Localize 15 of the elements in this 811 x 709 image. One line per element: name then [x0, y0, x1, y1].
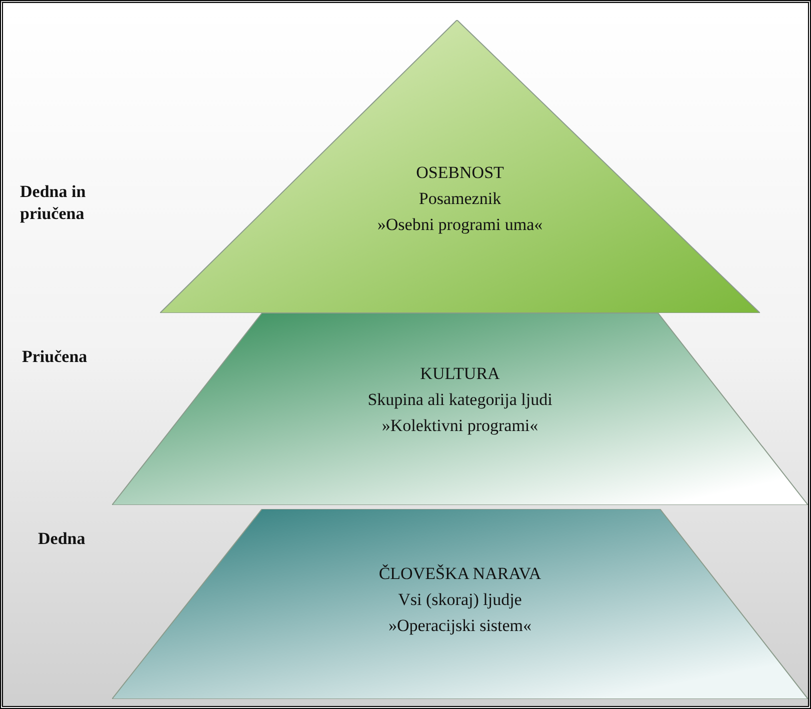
layer-subtitle: Skupina ali kategorija ljudi: [368, 389, 552, 411]
layer-title: OSEBNOST: [416, 162, 504, 184]
layer-title: ČLOVEŠKA NARAVA: [378, 563, 542, 585]
pyramid-layer: [112, 313, 808, 505]
level-label: Priučena: [22, 346, 88, 368]
layer-title: KULTURA: [420, 363, 500, 385]
level-label: Dedna in priučena: [20, 181, 87, 225]
layer-subtitle: Posameznik: [418, 188, 502, 210]
layer-quote: »Operacijski sistem«: [388, 615, 532, 637]
pyramid-layer: [112, 509, 808, 699]
level-label: Dedna: [38, 528, 86, 550]
layer-subtitle: Vsi (skoraj) ljudje: [398, 589, 522, 611]
layer-quote: »Osebni programi uma«: [377, 214, 543, 236]
layer-quote: »Kolektivni programi«: [382, 415, 538, 437]
pyramid-layer: [160, 20, 760, 313]
